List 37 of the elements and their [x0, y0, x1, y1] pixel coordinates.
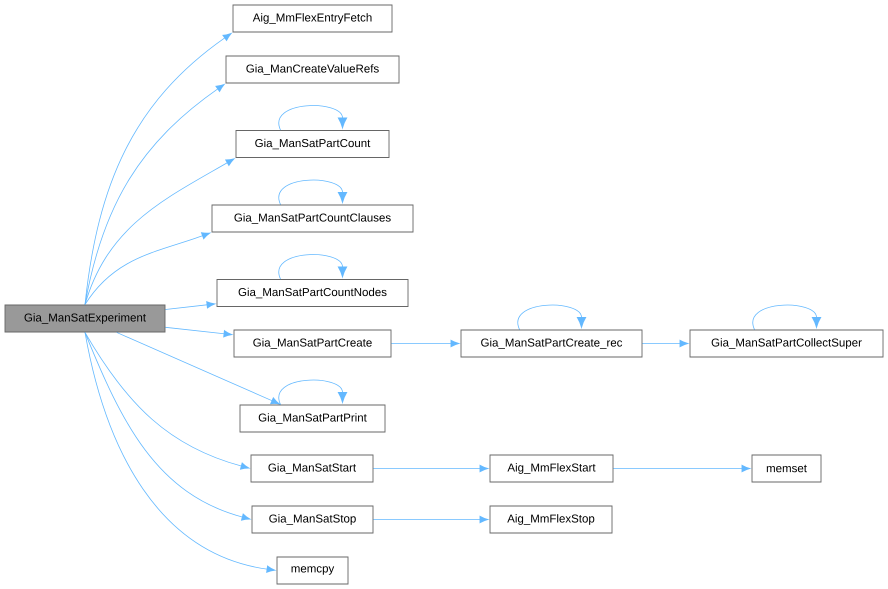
function-box: memcpy — [276, 556, 348, 584]
arrow — [84, 232, 210, 305]
arrow — [84, 332, 250, 521]
function-box: Gia_ManSatPartCountClauses — [212, 204, 414, 232]
arrow — [84, 332, 250, 470]
function-box: Aig_MmFlexEntryFetch — [232, 4, 392, 32]
arrow — [84, 158, 235, 305]
arrow — [165, 326, 232, 338]
arrow — [278, 105, 348, 130]
arrow — [517, 304, 586, 330]
function-box: Gia_ManSatPartCount — [236, 130, 390, 158]
arrow — [373, 464, 488, 472]
arrow — [613, 464, 750, 472]
arrow — [391, 340, 460, 348]
arrow — [278, 180, 348, 205]
arrow — [165, 301, 216, 310]
arrow — [84, 332, 276, 573]
function-box: Gia_ManSatPartCreate — [234, 330, 392, 358]
arrow — [116, 332, 280, 404]
function-box: Gia_ManSatPartCreate_rec — [460, 330, 642, 358]
arrow — [278, 254, 348, 280]
function-box: Gia_ManSatPartCollectSuper — [690, 330, 884, 358]
arrow — [84, 32, 232, 305]
function-box: memset — [752, 454, 822, 482]
arrow — [373, 516, 488, 524]
arrow — [278, 380, 348, 405]
function-box: Gia_ManSatExperiment — [4, 304, 166, 332]
function-box: Gia_ManCreateValueRefs — [226, 56, 400, 84]
arrow — [84, 84, 225, 305]
arrow — [642, 340, 688, 348]
function-box: Aig_MmFlexStop — [490, 506, 612, 534]
arrow — [752, 304, 822, 330]
function-box: Gia_ManSatPartCountNodes — [216, 279, 408, 307]
function-box: Aig_MmFlexStart — [490, 454, 614, 482]
function-box: Gia_ManSatStop — [252, 506, 374, 534]
function-box: Gia_ManSatStart — [250, 454, 374, 482]
function-box: Gia_ManSatPartPrint — [240, 404, 386, 432]
